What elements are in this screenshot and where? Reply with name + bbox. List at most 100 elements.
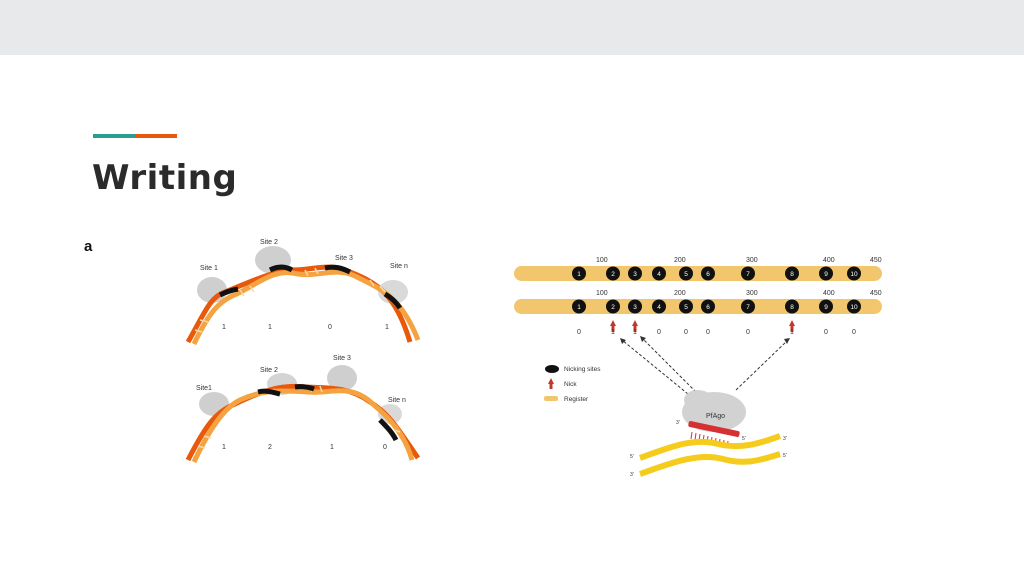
scale-label: 400 xyxy=(823,290,835,297)
strand-end-label: 5' xyxy=(783,453,787,459)
strand-end-label: 3' xyxy=(630,472,634,478)
target-dna-strand xyxy=(638,433,781,461)
site-number: 8 xyxy=(790,304,794,311)
site-number: 1 xyxy=(577,271,581,278)
site-marker xyxy=(701,266,715,281)
base-pairs xyxy=(197,385,401,449)
site-number: 3 xyxy=(633,304,637,311)
site-marker xyxy=(701,299,715,314)
site-value: 0 xyxy=(328,324,332,331)
site-value: 1 xyxy=(222,324,226,331)
scale-label: 450 xyxy=(870,290,882,297)
guide-strand xyxy=(688,421,740,437)
bit-value: 0 xyxy=(706,329,710,336)
top-band xyxy=(0,0,1024,55)
protein-blob xyxy=(378,404,402,424)
site-value: 2 xyxy=(268,444,272,451)
site-value: 1 xyxy=(385,324,389,331)
site-marker xyxy=(679,299,693,314)
site-number: 6 xyxy=(706,304,710,311)
pfago-label: PfAgo xyxy=(706,413,725,420)
site-number: 9 xyxy=(824,304,828,311)
site-marker xyxy=(652,299,666,314)
panel-label: a xyxy=(84,238,93,255)
bit-value: 1 xyxy=(790,329,794,336)
legend-label: Nick xyxy=(564,381,577,388)
site-marker xyxy=(606,266,620,281)
nick-arrow xyxy=(632,320,638,332)
dna-diagram: Site 1 Site 2 Site 3 Site n 1 1 0 1 Site… xyxy=(185,239,421,464)
scale-label: 200 xyxy=(674,290,686,297)
site-marker xyxy=(819,266,833,281)
site-markers xyxy=(572,299,861,314)
title-accent-teal xyxy=(93,134,135,138)
strand-end-label: 5' xyxy=(630,454,634,460)
site-number: 2 xyxy=(611,304,615,311)
register-diagram: 100 200 300 400 450 1 2 3 4 5 6 7 8 9 1 xyxy=(514,257,882,478)
bit-value: 0 xyxy=(746,329,750,336)
site-marker xyxy=(628,299,642,314)
site-markers xyxy=(572,266,861,281)
site-number: 8 xyxy=(790,271,794,278)
site-label: Site n xyxy=(390,263,408,270)
bit-value: 0 xyxy=(684,329,688,336)
title-accent-orange xyxy=(135,134,177,138)
legend-label: Nicking sites xyxy=(564,366,601,373)
scale-label: 400 xyxy=(823,257,835,264)
site-number: 10 xyxy=(850,271,858,278)
nick-arrow xyxy=(610,320,616,332)
site-number: 5 xyxy=(684,271,688,278)
scale-label: 300 xyxy=(746,257,758,264)
site-marker xyxy=(652,266,666,281)
bit-value: 0 xyxy=(577,329,581,336)
bit-value: 0 xyxy=(824,329,828,336)
arrow-head xyxy=(640,336,646,342)
protein-blob xyxy=(327,365,357,391)
site-marker xyxy=(785,299,799,314)
site-marker xyxy=(741,266,755,281)
site-marker xyxy=(628,266,642,281)
strand-end-label: 5' xyxy=(742,436,746,442)
site-marker xyxy=(679,266,693,281)
arrow-head xyxy=(784,338,790,344)
site-marker xyxy=(572,299,586,314)
site-value: 1 xyxy=(268,324,272,331)
site-number: 4 xyxy=(657,304,661,311)
scale-label: 300 xyxy=(746,290,758,297)
site-marker xyxy=(741,299,755,314)
slide-title: Writing xyxy=(92,158,238,198)
nick-swatch xyxy=(548,378,554,389)
site-marker xyxy=(819,299,833,314)
site-number: 3 xyxy=(633,271,637,278)
legend: Nicking sites Nick Register xyxy=(544,365,601,403)
base-pairs xyxy=(194,267,386,333)
nicking-site-segment xyxy=(294,384,315,392)
nicking-site-swatch xyxy=(545,365,559,373)
pointer-arrow xyxy=(621,339,689,395)
site-number: 7 xyxy=(746,271,750,278)
pointer-arrows xyxy=(621,337,789,395)
nicking-site-segment xyxy=(218,286,239,298)
dna-strand-b xyxy=(191,269,421,346)
bit-value: 1 xyxy=(611,329,615,336)
site-label: Site 1 xyxy=(200,265,218,272)
dna-helix-bottom: Site1 Site 2 Site 3 Site n 1 2 1 0 xyxy=(185,355,421,464)
site-number: 1 xyxy=(577,304,581,311)
site-number: 6 xyxy=(706,271,710,278)
bit-value: 1 xyxy=(633,329,637,336)
strand-end-label: 3' xyxy=(676,420,680,426)
pfago-complex: PfAgo 3' 5' 5' 3' 5' 3' xyxy=(630,390,787,478)
site-marker xyxy=(847,266,861,281)
site-value: 1 xyxy=(222,444,226,451)
nick-arrow xyxy=(789,320,795,332)
site-label: Site 3 xyxy=(333,355,351,362)
site-label: Site n xyxy=(388,397,406,404)
nicking-site-segment xyxy=(324,264,352,275)
site-value: 0 xyxy=(383,444,387,451)
nicking-site-segment xyxy=(378,418,399,442)
scale-label: 450 xyxy=(870,257,882,264)
protein-blob xyxy=(378,280,408,304)
target-dna-strand xyxy=(638,451,781,477)
nicking-site-segment xyxy=(257,388,281,397)
scale-label: 100 xyxy=(596,257,608,264)
